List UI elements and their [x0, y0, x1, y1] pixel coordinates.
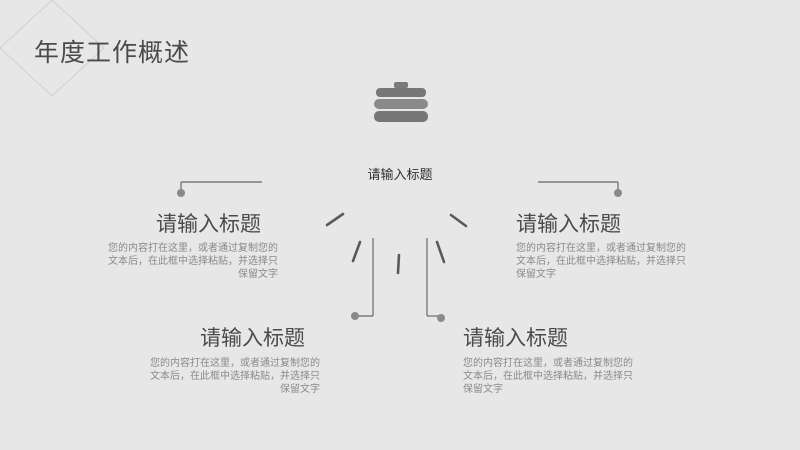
stack-icon	[374, 82, 428, 122]
node-dot-top-left	[177, 189, 185, 197]
node-dot-top-right	[614, 189, 622, 197]
block-body-top-right: 您的内容打在这里，或者通过复制您的 文本后，在此框中选择粘贴，并选择只 保留文字	[516, 243, 686, 280]
block-title-bottom-left: 请输入标题	[200, 326, 305, 350]
block-title-top-left: 请输入标题	[156, 212, 261, 236]
block-body-bottom-right: 您的内容打在这里，或者通过复制您的 文本后，在此框中选择粘贴，并选择只 保留文字	[463, 358, 633, 395]
node-dot-bottom-right	[437, 314, 445, 322]
node-dot-bottom-left	[351, 312, 359, 320]
ray-2	[449, 213, 468, 228]
ray-3	[351, 240, 362, 263]
diamond-decoration	[0, 0, 105, 97]
block-body-bottom-left: 您的内容打在这里，或者通过复制您的 文本后，在此框中选择粘贴，并选择只 保留文字	[150, 358, 320, 395]
block-title-top-right: 请输入标题	[516, 212, 621, 236]
page-title: 年度工作概述	[34, 38, 191, 67]
ray-4	[435, 240, 446, 264]
center-title: 请输入标题	[367, 168, 433, 183]
ray-5	[396, 253, 401, 275]
ray-1	[325, 212, 345, 227]
block-body-top-left: 您的内容打在这里，或者通过复制您的 文本后，在此框中选择粘贴，并选择只 保留文字	[108, 243, 278, 280]
block-title-bottom-right: 请输入标题	[463, 326, 568, 350]
